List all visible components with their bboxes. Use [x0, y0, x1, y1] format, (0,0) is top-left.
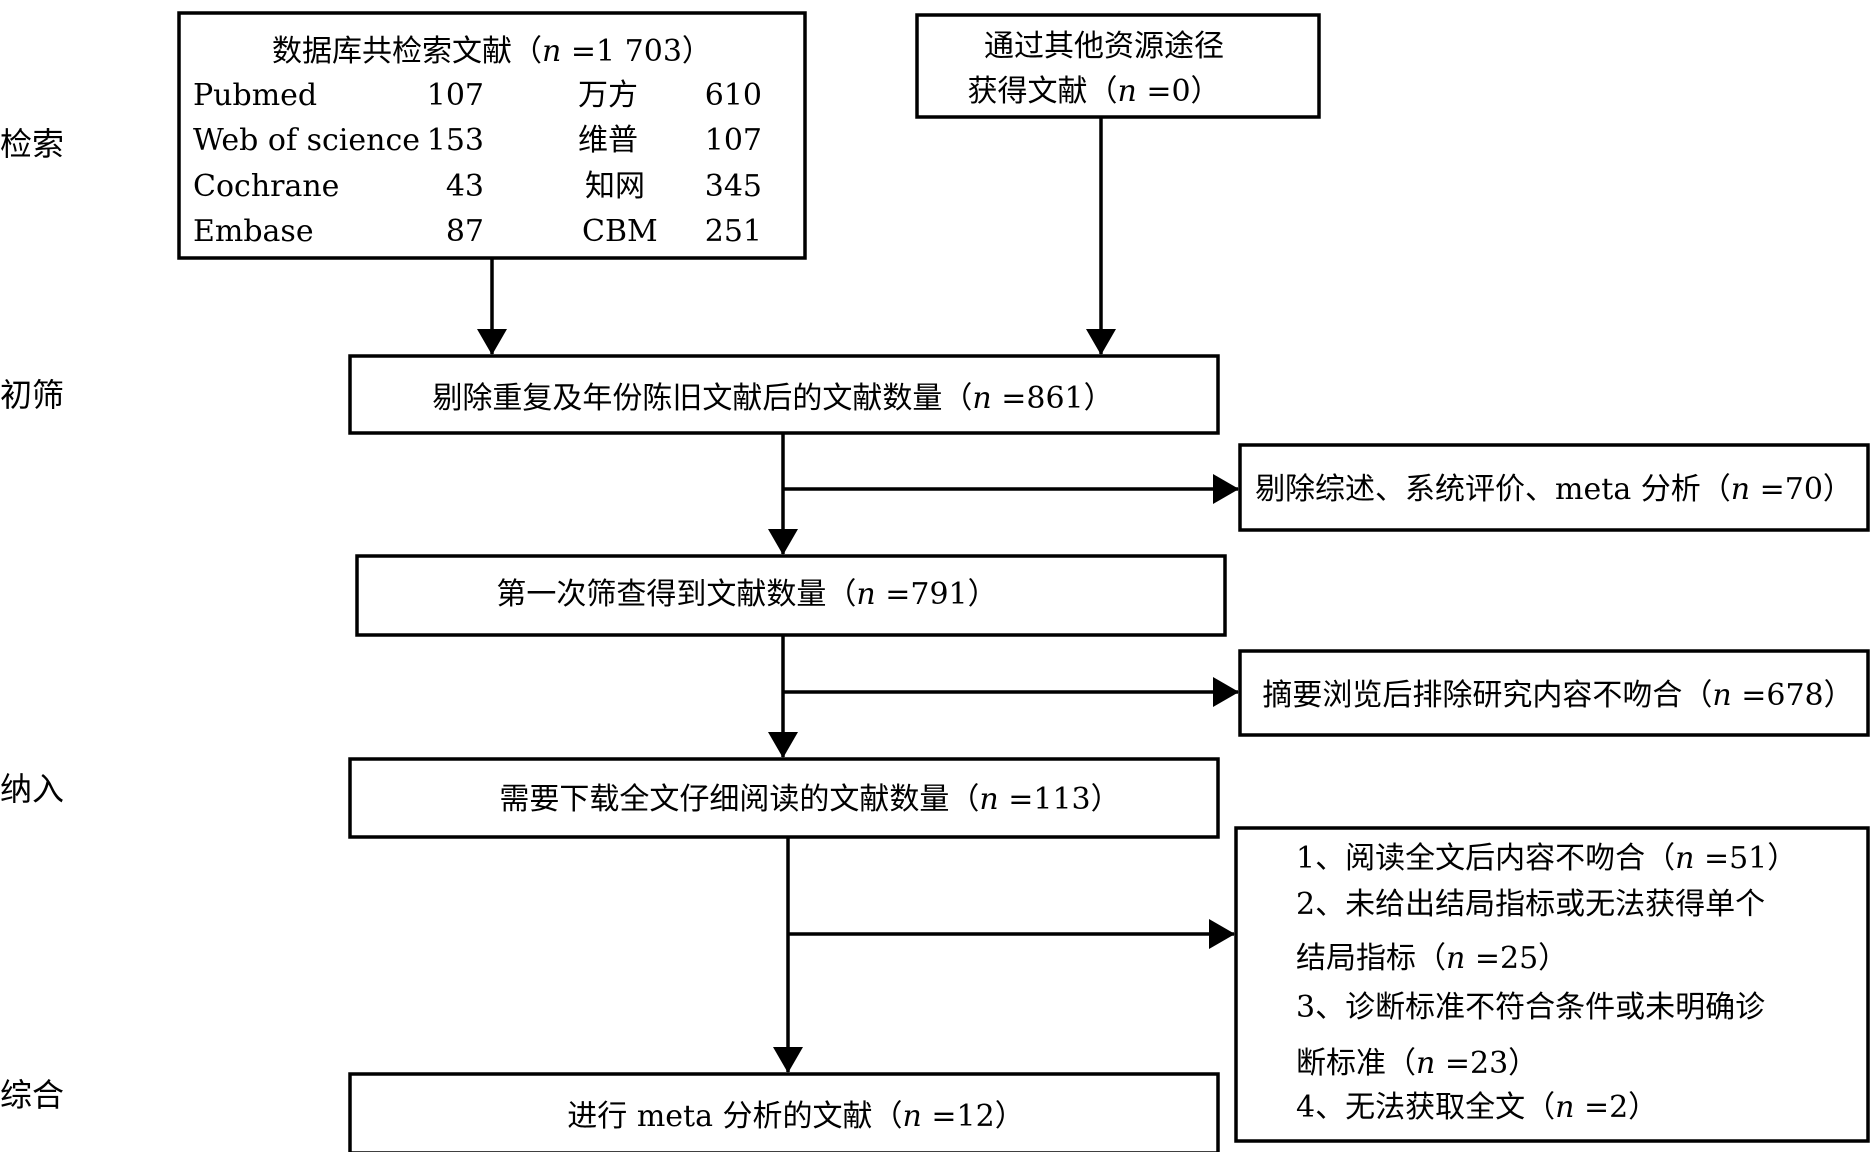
exclude-reviews-text: 剔除综述、系统评价、meta 分析（n =70）	[1255, 472, 1853, 507]
database-name-right: 万方	[578, 78, 638, 113]
database-count-left: 87	[446, 214, 484, 249]
first-screen-box: 第一次筛查得到文献数量（n =791）	[355, 554, 1227, 637]
database-row: Embase 87 CBM 251	[193, 214, 762, 249]
other-sources-line1: 通过其他资源途径	[984, 29, 1224, 64]
dedup-text: 剔除重复及年份陈旧文献后的文献数量（n =861）	[432, 381, 1113, 416]
fulltext-text: 需要下载全文仔细阅读的文献数量（n =113）	[499, 782, 1120, 817]
exclude-abstract-box: 摘要浏览后排除研究内容不吻合（n =678）	[1238, 649, 1870, 737]
database-name-left: Cochrane	[193, 169, 339, 204]
database-count-right: 107	[705, 123, 762, 158]
database-count-left: 107	[427, 78, 484, 113]
database-count-left: 153	[427, 123, 484, 158]
exclude-fulltext-line: 断标准（n =23）	[1296, 1046, 1538, 1081]
exclude-fulltext-box: 1、阅读全文后内容不吻合（n =51） 2、未给出结局指标或无法获得单个 结局指…	[1234, 826, 1870, 1143]
database-row: Cochrane 43 知网 345	[193, 169, 762, 204]
exclude-fulltext-line: 1、阅读全文后内容不吻合（n =51）	[1296, 841, 1797, 876]
database-name-right: 知网	[585, 169, 645, 204]
first-screen-text: 第一次筛查得到文献数量（n =791）	[496, 577, 997, 612]
database-name-right: 维普	[578, 123, 638, 158]
database-count-right: 610	[705, 78, 762, 113]
stage-label-screen: 初筛	[0, 376, 64, 414]
stage-label-search: 检索	[0, 125, 64, 163]
database-row: Web of science 153 维普 107	[193, 123, 762, 158]
exclude-fulltext-line: 2、未给出结局指标或无法获得单个	[1296, 887, 1765, 922]
meta-analysis-text: 进行 meta 分析的文献（n =12）	[567, 1099, 1024, 1134]
fulltext-box: 需要下载全文仔细阅读的文献数量（n =113）	[348, 757, 1220, 839]
database-count-left: 43	[446, 169, 484, 204]
exclude-fulltext-line: 4、无法获取全文（n =2）	[1296, 1090, 1658, 1125]
database-search-box: 数据库共检索文献（n =1 703） Pubmed 107 万方 610 Web…	[177, 11, 807, 260]
meta-analysis-box: 进行 meta 分析的文献（n =12）	[348, 1072, 1220, 1152]
exclude-abstract-text: 摘要浏览后排除研究内容不吻合（n =678）	[1262, 678, 1853, 713]
database-box-title: 数据库共检索文献（n =1 703）	[272, 34, 712, 69]
database-row: Pubmed 107 万方 610	[193, 78, 762, 113]
exclude-fulltext-line: 结局指标（n =25）	[1296, 941, 1568, 976]
dedup-box: 剔除重复及年份陈旧文献后的文献数量（n =861）	[348, 354, 1220, 435]
database-name-right: CBM	[582, 214, 658, 249]
other-sources-line2: 获得文献（n =0）	[967, 74, 1220, 109]
exclude-fulltext-line: 3、诊断标准不符合条件或未明确诊	[1296, 990, 1765, 1025]
other-sources-box: 通过其他资源途径 获得文献（n =0）	[915, 13, 1321, 119]
database-count-right: 345	[705, 169, 762, 204]
database-name-left: Pubmed	[193, 78, 317, 113]
exclude-reviews-box: 剔除综述、系统评价、meta 分析（n =70）	[1238, 443, 1870, 532]
stage-label-include: 纳入	[0, 770, 64, 808]
database-count-right: 251	[705, 214, 762, 249]
stage-label-synthesis: 综合	[0, 1076, 64, 1114]
database-name-left: Web of science	[193, 123, 420, 158]
database-name-left: Embase	[193, 214, 314, 249]
